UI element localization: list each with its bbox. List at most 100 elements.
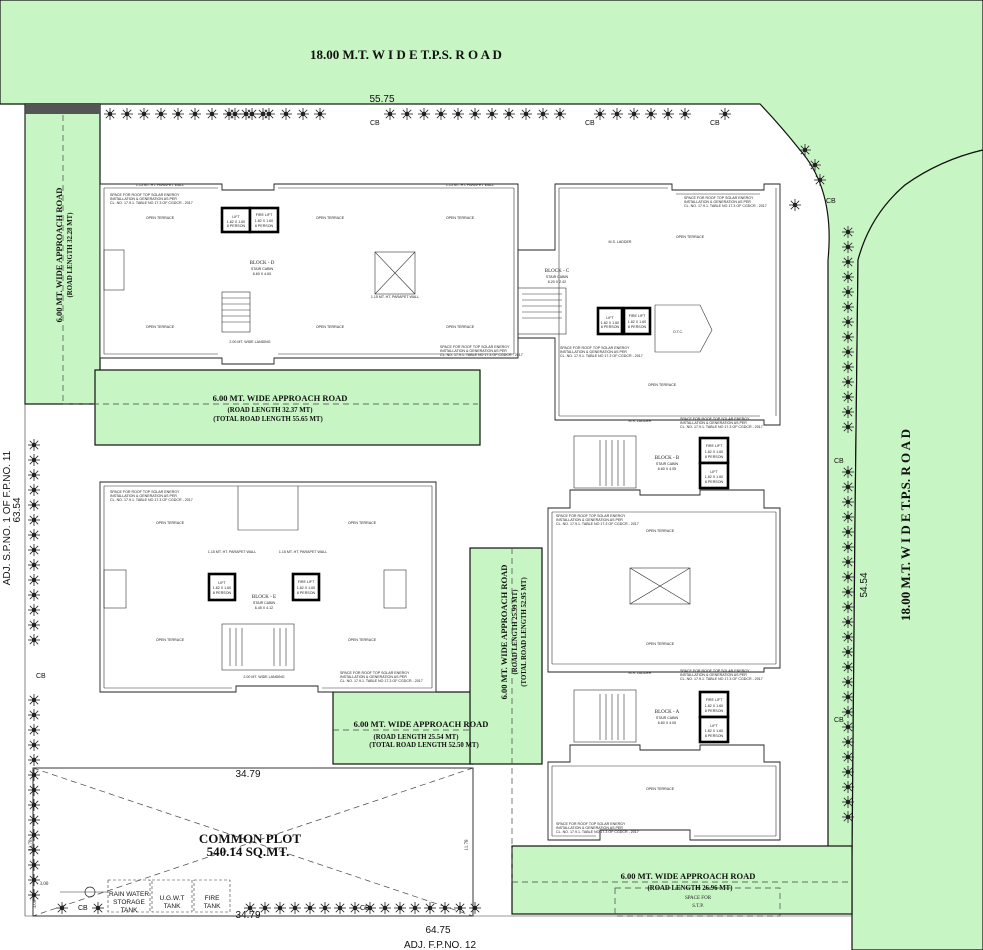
tree-icon bbox=[842, 286, 854, 298]
block-d: LIFT 1.82 X 1.60 8 PERSON FIRE LIFT 1.82… bbox=[99, 183, 523, 365]
svg-text:INSTALLATION & GENERATION AS P: INSTALLATION & GENERATION AS PER bbox=[556, 518, 623, 522]
svg-text:CL. NO. 17.9.1. TABLE NO 17.3: CL. NO. 17.9.1. TABLE NO 17.3 OF CGDCR -… bbox=[440, 353, 523, 357]
approach-vert-sub2: (TOTAL ROAD LENGTH 52.95 MT) bbox=[521, 577, 528, 686]
tree-icon bbox=[842, 706, 854, 718]
svg-text:SPACE FOR ROOF TOP SOLAR ENERG: SPACE FOR ROOF TOP SOLAR ENERGY bbox=[556, 514, 626, 518]
tree-icon bbox=[297, 108, 309, 120]
svg-text:SPACE FOR ROOF TOP SOLAR ENERG: SPACE FOR ROOF TOP SOLAR ENERGY bbox=[680, 669, 750, 673]
tree-icon bbox=[842, 631, 854, 643]
tree-icon bbox=[28, 529, 40, 541]
svg-text:CL. NO. 17.9.1. TABLE NO 17.3: CL. NO. 17.9.1. TABLE NO 17.3 OF CGDCR -… bbox=[556, 830, 639, 834]
tree-icon bbox=[842, 316, 854, 328]
svg-text:INSTALLATION & GENERATION AS P: INSTALLATION & GENERATION AS PER bbox=[680, 673, 747, 677]
fire-tank bbox=[193, 879, 231, 913]
adjacent-left-label: ADJ. S.P.NO. 1 OF F.P.NO. 11 bbox=[2, 450, 13, 585]
tree-icon bbox=[28, 589, 40, 601]
svg-text:8 PERSON: 8 PERSON bbox=[628, 325, 647, 329]
tree-icon bbox=[189, 108, 201, 120]
svg-text:CL. NO. 17.9.1. TABLE NO 17.3: CL. NO. 17.9.1. TABLE NO 17.3 OF CGDCR -… bbox=[110, 201, 193, 205]
tree-icon bbox=[229, 108, 241, 120]
tree-icon bbox=[452, 108, 464, 120]
ugwt-tank bbox=[151, 879, 193, 913]
svg-text:TANK: TANK bbox=[121, 907, 139, 914]
svg-text:1.15 MT. HT. PARAPET WALL: 1.15 MT. HT. PARAPET WALL bbox=[208, 550, 256, 554]
tree-icon bbox=[842, 691, 854, 703]
right-road-label: 18.00 M.T. W I D E T.P.S. R O A D bbox=[898, 429, 913, 621]
tree-icon bbox=[28, 559, 40, 571]
svg-text:TANK: TANK bbox=[164, 903, 182, 910]
approach-bottom-title: 6.00 MT. WIDE APPROACH ROAD bbox=[621, 871, 756, 881]
svg-text:6.60 X 4.05: 6.60 X 4.05 bbox=[658, 721, 676, 725]
svg-text:SPACE FOR ROOF TOP SOLAR ENERG: SPACE FOR ROOF TOP SOLAR ENERGY bbox=[560, 346, 630, 350]
tree-icon bbox=[628, 108, 640, 120]
tree-icon bbox=[259, 902, 271, 914]
tree-icon bbox=[814, 174, 826, 186]
tree-icon bbox=[842, 556, 854, 568]
tree-icon bbox=[454, 902, 466, 914]
svg-text:TANK: TANK bbox=[204, 903, 222, 910]
svg-text:FIRE LIFT: FIRE LIFT bbox=[256, 213, 273, 217]
approach-vert-title: 6.00 MT. WIDE APPROACH ROAD bbox=[499, 565, 509, 700]
tree-icon bbox=[28, 694, 40, 706]
approach-road-vertical bbox=[469, 547, 543, 765]
tree-icon bbox=[28, 799, 40, 811]
svg-text:INSTALLATION & GENERATION AS P: INSTALLATION & GENERATION AS PER bbox=[684, 200, 751, 204]
tree-icon bbox=[28, 634, 40, 646]
tree-icon bbox=[719, 108, 731, 120]
svg-text:1.82 X 1.60: 1.82 X 1.60 bbox=[255, 219, 273, 223]
svg-text:FIRE LIFT: FIRE LIFT bbox=[629, 314, 646, 318]
tree-icon bbox=[314, 108, 326, 120]
approach-low-sub1: (ROAD LENGTH 25.54 MT) bbox=[374, 734, 459, 741]
tree-icon bbox=[842, 586, 854, 598]
tree-icon bbox=[842, 481, 854, 493]
svg-text:LIFT: LIFT bbox=[232, 215, 240, 219]
svg-text:1.82 X 1.60: 1.82 X 1.60 bbox=[601, 321, 619, 325]
svg-text:STAIR CABIN: STAIR CABIN bbox=[546, 275, 569, 279]
svg-text:OPEN TERRACE: OPEN TERRACE bbox=[446, 216, 475, 220]
tree-icon bbox=[424, 902, 436, 914]
tree-icon bbox=[503, 108, 515, 120]
tree-icon bbox=[842, 781, 854, 793]
tree-icon bbox=[842, 271, 854, 283]
svg-text:1.15 MT. HT. PARAPET WALL: 1.15 MT. HT. PARAPET WALL bbox=[446, 183, 494, 187]
tree-icon bbox=[319, 902, 331, 914]
approach-road-middle bbox=[94, 369, 481, 446]
tree-icon bbox=[842, 526, 854, 538]
svg-text:1.82 X 1.60: 1.82 X 1.60 bbox=[628, 320, 646, 324]
tree-icon bbox=[842, 736, 854, 748]
svg-text:STAIR CABIN: STAIR CABIN bbox=[253, 601, 276, 605]
svg-text:O.T.C.: O.T.C. bbox=[673, 330, 683, 334]
svg-text:1.82 X 1.60: 1.82 X 1.60 bbox=[705, 704, 723, 708]
tree-icon bbox=[842, 301, 854, 313]
approach-road-bottom bbox=[511, 845, 853, 915]
svg-text:FIRE LIFT: FIRE LIFT bbox=[706, 698, 723, 702]
svg-text:8 PERSON: 8 PERSON bbox=[213, 591, 232, 595]
svg-text:1.82 X 1.60: 1.82 X 1.60 bbox=[705, 475, 723, 479]
tree-icon bbox=[28, 889, 40, 901]
svg-text:8 PERSON: 8 PERSON bbox=[601, 325, 620, 329]
svg-text:OPEN TERRACE: OPEN TERRACE bbox=[316, 325, 345, 329]
tree-icon bbox=[28, 829, 40, 841]
tanks-group: RAIN WATER STORAGE TANK U.G.W.T TANK FIR… bbox=[60, 879, 231, 914]
tree-icon bbox=[28, 499, 40, 511]
tree-icon bbox=[809, 159, 821, 171]
svg-text:1.15 MT. HT. PARAPET WALL: 1.15 MT. HT. PARAPET WALL bbox=[136, 183, 184, 187]
tree-icon bbox=[842, 406, 854, 418]
svg-text:SPACE FOR ROOF TOP SOLAR ENERG: SPACE FOR ROOF TOP SOLAR ENERGY bbox=[680, 417, 750, 421]
svg-text:FIRE LIFT: FIRE LIFT bbox=[706, 444, 723, 448]
dim-small-1: 3.00 bbox=[40, 882, 49, 887]
svg-text:1.82 X 1.60: 1.82 X 1.60 bbox=[227, 220, 245, 224]
svg-text:SPACE FOR ROOF TOP SOLAR ENERG: SPACE FOR ROOF TOP SOLAR ENERGY bbox=[556, 822, 626, 826]
svg-text:2.00 MT. WIDE LANDING: 2.00 MT. WIDE LANDING bbox=[229, 340, 270, 344]
svg-text:OPEN TERRACE: OPEN TERRACE bbox=[146, 325, 175, 329]
tree-icon bbox=[537, 108, 549, 120]
tree-icon bbox=[842, 331, 854, 343]
svg-text:6.45 X 4.12: 6.45 X 4.12 bbox=[255, 606, 273, 610]
svg-text:CL. NO. 17.9.1. TABLE NO 17.3: CL. NO. 17.9.1. TABLE NO 17.3 OF CGDCR -… bbox=[110, 498, 193, 502]
svg-text:1.15 MT. HT. PARAPET WALL: 1.15 MT. HT. PARAPET WALL bbox=[371, 295, 419, 299]
tree-icon bbox=[842, 811, 854, 823]
block-c: LIFT 1.82 X 1.60 8 PERSON FIRE LIFT 1.82… bbox=[517, 183, 781, 426]
svg-text:2.00 MT. WIDE LANDING: 2.00 MT. WIDE LANDING bbox=[243, 675, 284, 679]
svg-text:OPEN TERRACE: OPEN TERRACE bbox=[446, 325, 475, 329]
